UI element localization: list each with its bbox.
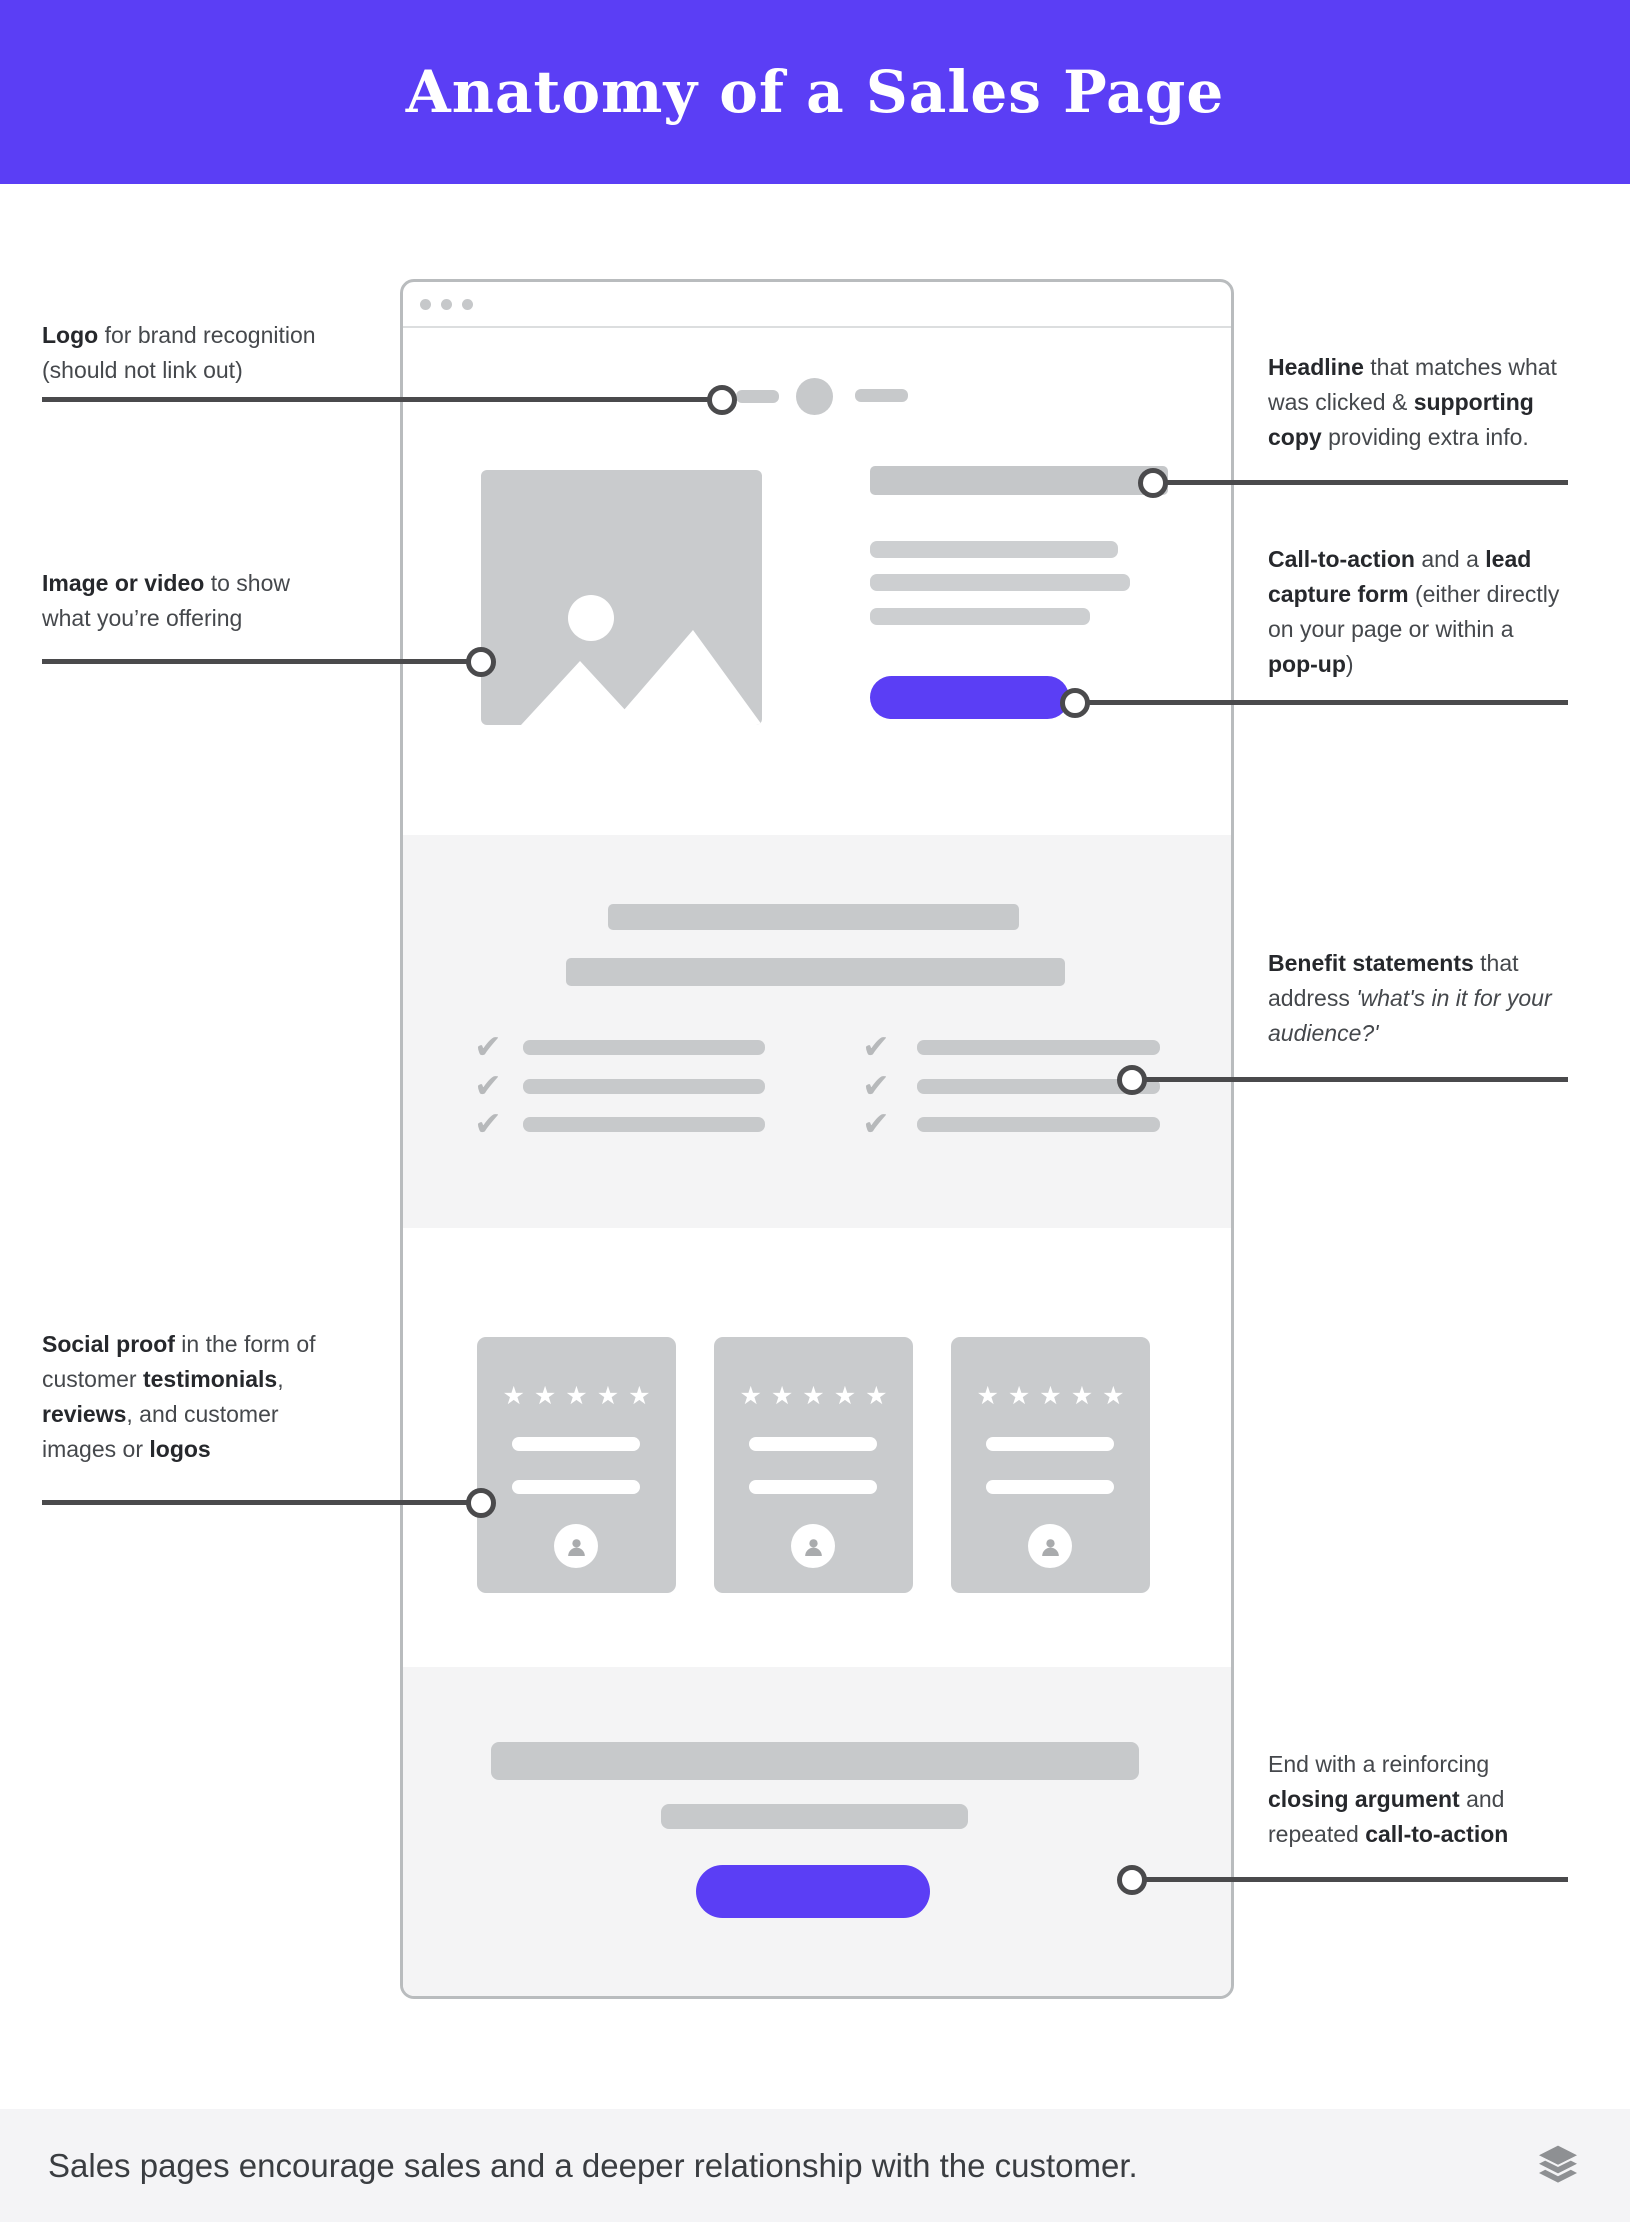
connector-node-cta: [1060, 688, 1090, 718]
window-dot-icon: [441, 298, 452, 310]
benefit-line: [917, 1079, 1160, 1094]
testimonial-line: [749, 1480, 877, 1494]
headline-bar: [870, 466, 1168, 495]
connector-line-image: [42, 659, 481, 664]
benefit-line: [917, 1117, 1160, 1132]
benefit-line: [523, 1117, 765, 1132]
check-icon: ✔: [862, 1066, 890, 1105]
connector-line-benefits: [1132, 1077, 1568, 1082]
testimonial-line: [986, 1480, 1114, 1494]
connector-node-social: [466, 1488, 496, 1518]
logo-bar-left: [736, 390, 779, 403]
connector-line-social: [42, 1500, 481, 1505]
closing-section: [403, 1667, 1231, 1996]
supporting-copy-bar-2: [870, 574, 1130, 591]
check-icon: ✔: [474, 1027, 502, 1066]
connector-node-logo: [707, 385, 737, 415]
benefit-line: [523, 1040, 765, 1055]
connector-node-closing: [1117, 1865, 1147, 1895]
person-icon: [567, 1538, 585, 1556]
connector-line-closing: [1132, 1877, 1568, 1882]
benefit-line: [917, 1040, 1160, 1055]
avatar: [554, 1524, 598, 1568]
annotation-headline: Headline that matches what was clicked &…: [1268, 354, 1557, 450]
annotation-cta: Call-to-action and a lead capture form (…: [1268, 546, 1560, 677]
supporting-copy-bar-1: [870, 541, 1118, 558]
connector-line-logo: [42, 397, 722, 402]
avatar: [791, 1524, 835, 1568]
connector-node-benefits: [1117, 1065, 1147, 1095]
person-icon: [1041, 1538, 1059, 1556]
testimonial-card: ★★★★★: [477, 1337, 676, 1593]
check-icon: ✔: [862, 1027, 890, 1066]
footer: Sales pages encourage sales and a deeper…: [0, 2109, 1630, 2222]
star-rating-icon: ★★★★★: [976, 1381, 1134, 1410]
footer-caption: Sales pages encourage sales and a deeper…: [48, 2146, 1138, 2184]
logo-mark: [796, 378, 833, 415]
closing-cta-button-placeholder: [696, 1865, 930, 1918]
annotation-logo: Logo for brand recognition (should not l…: [42, 322, 316, 383]
browser-titlebar: [403, 282, 1231, 328]
testimonial-line: [986, 1437, 1114, 1451]
benefits-section: [403, 835, 1231, 1228]
star-rating-icon: ★★★★★: [739, 1381, 897, 1410]
cta-button-placeholder: [870, 676, 1069, 719]
connector-node-image: [466, 647, 496, 677]
testimonial-line: [512, 1480, 640, 1494]
annotation-closing: End with a reinforcing closing argument …: [1268, 1751, 1509, 1847]
testimonial-card: ★★★★★: [951, 1337, 1150, 1593]
layers-icon: [1539, 2145, 1577, 2183]
star-rating-icon: ★★★★★: [502, 1381, 660, 1410]
window-dot-icon: [420, 298, 431, 310]
connector-line-cta: [1075, 700, 1568, 705]
check-icon: ✔: [474, 1066, 502, 1105]
person-icon: [804, 1538, 822, 1556]
annotation-image: Image or video to show what you’re offer…: [42, 570, 290, 631]
hero-image-placeholder: [481, 470, 762, 725]
supporting-copy-bar-3: [870, 608, 1090, 625]
logo-bar-right: [855, 389, 908, 402]
annotation-benefits: Benefit statements that address 'what's …: [1268, 950, 1552, 1046]
connector-node-headline: [1138, 468, 1168, 498]
benefits-title-bar-1: [608, 904, 1019, 930]
benefits-title-bar-2: [566, 958, 1065, 986]
page-title: Anatomy of a Sales Page: [405, 58, 1225, 126]
window-dot-icon: [462, 298, 473, 310]
header-banner: Anatomy of a Sales Page: [0, 0, 1630, 184]
image-icon: [521, 595, 762, 725]
check-icon: ✔: [862, 1104, 890, 1143]
avatar: [1028, 1524, 1072, 1568]
connector-line-headline: [1153, 480, 1568, 485]
browser-window-mockup: ✔ ✔ ✔ ✔ ✔ ✔ ★★★★★ ★★★★★: [400, 279, 1234, 1999]
testimonial-line: [749, 1437, 877, 1451]
closing-bar-2: [661, 1804, 968, 1829]
testimonial-card: ★★★★★: [714, 1337, 913, 1593]
check-icon: ✔: [474, 1104, 502, 1143]
annotation-social-proof: Social proof in the form of customer tes…: [42, 1331, 316, 1462]
testimonial-line: [512, 1437, 640, 1451]
closing-bar-1: [491, 1742, 1139, 1780]
benefit-line: [523, 1079, 765, 1094]
